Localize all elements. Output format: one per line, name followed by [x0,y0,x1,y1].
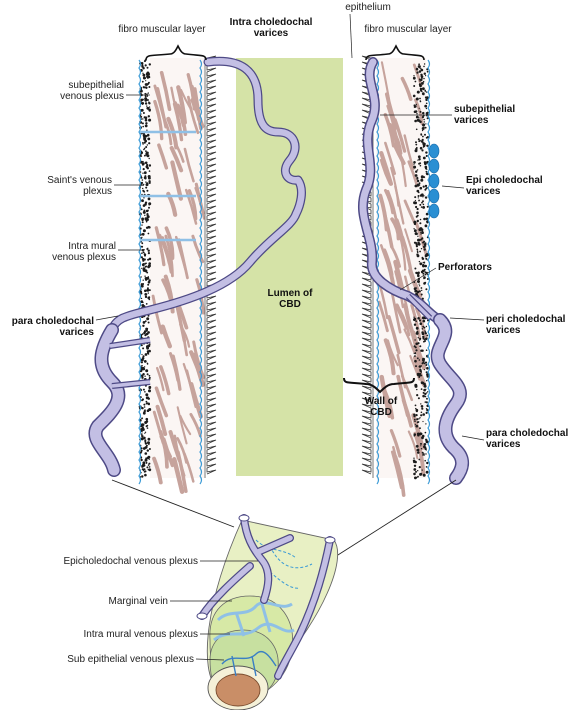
saints-venous-plexus-channels [140,130,196,242]
wall-of-cbd-brace [343,377,415,394]
label-epi-choledochal-varices: Epi choledochal varices [466,175,543,197]
label-intra-mural-venous-plexus: Intra mural venous plexus [52,241,116,263]
label-lumen-of-cbd: Lumen of CBD [267,288,313,310]
label-fibro-muscular-left: fibro muscular layer [118,24,206,35]
lumen-of-cbd [236,58,343,476]
epi-choledochal-varices-beads [428,143,440,219]
label-peri-choledochal-varices: peri choledochal varices [486,314,566,336]
epithelium-left [206,55,217,475]
intra-choledochal-varix-inner [108,58,305,334]
label-intra-mural-venous-plexus-bottom: Intra mural venous plexus [83,629,198,640]
label-sub-epithelial-venous-plexus-bottom: Sub epithelial venous plexus [67,654,194,665]
fibro-muscular-layer-right [376,58,428,497]
label-wall-of-cbd: Wall of CBD [364,396,398,418]
label-epithelium: epithelium [345,2,391,13]
subepithelial-venous-plexus-band [138,59,430,480]
label-subepithelial-venous-plexus: subepithelial venous plexus [60,80,124,102]
cbd-cylinder-cross-section [196,514,339,710]
label-perforators: Perforators [438,262,492,273]
fibro-muscular-layer-left [150,58,206,494]
label-para-choledochal-varices-right: para choledochal varices [486,428,569,450]
label-para-choledochal-varices-left: para choledochal varices [11,316,94,338]
label-fibro-muscular-right: fibro muscular layer [364,24,452,35]
label-marginal-vein: Marginal vein [108,596,168,607]
label-subepithelial-varices: subepithelial varices [454,104,516,126]
fibro-layer-braces [145,44,425,394]
leader-lines [95,13,485,661]
label-saints-venous-plexus: Saint's venous plexus [47,175,112,197]
label-epicholedochal-venous-plexus: Epicholedochal venous plexus [63,556,198,567]
label-intra-choledochal-varices: Intra choledochal varices [229,17,313,39]
